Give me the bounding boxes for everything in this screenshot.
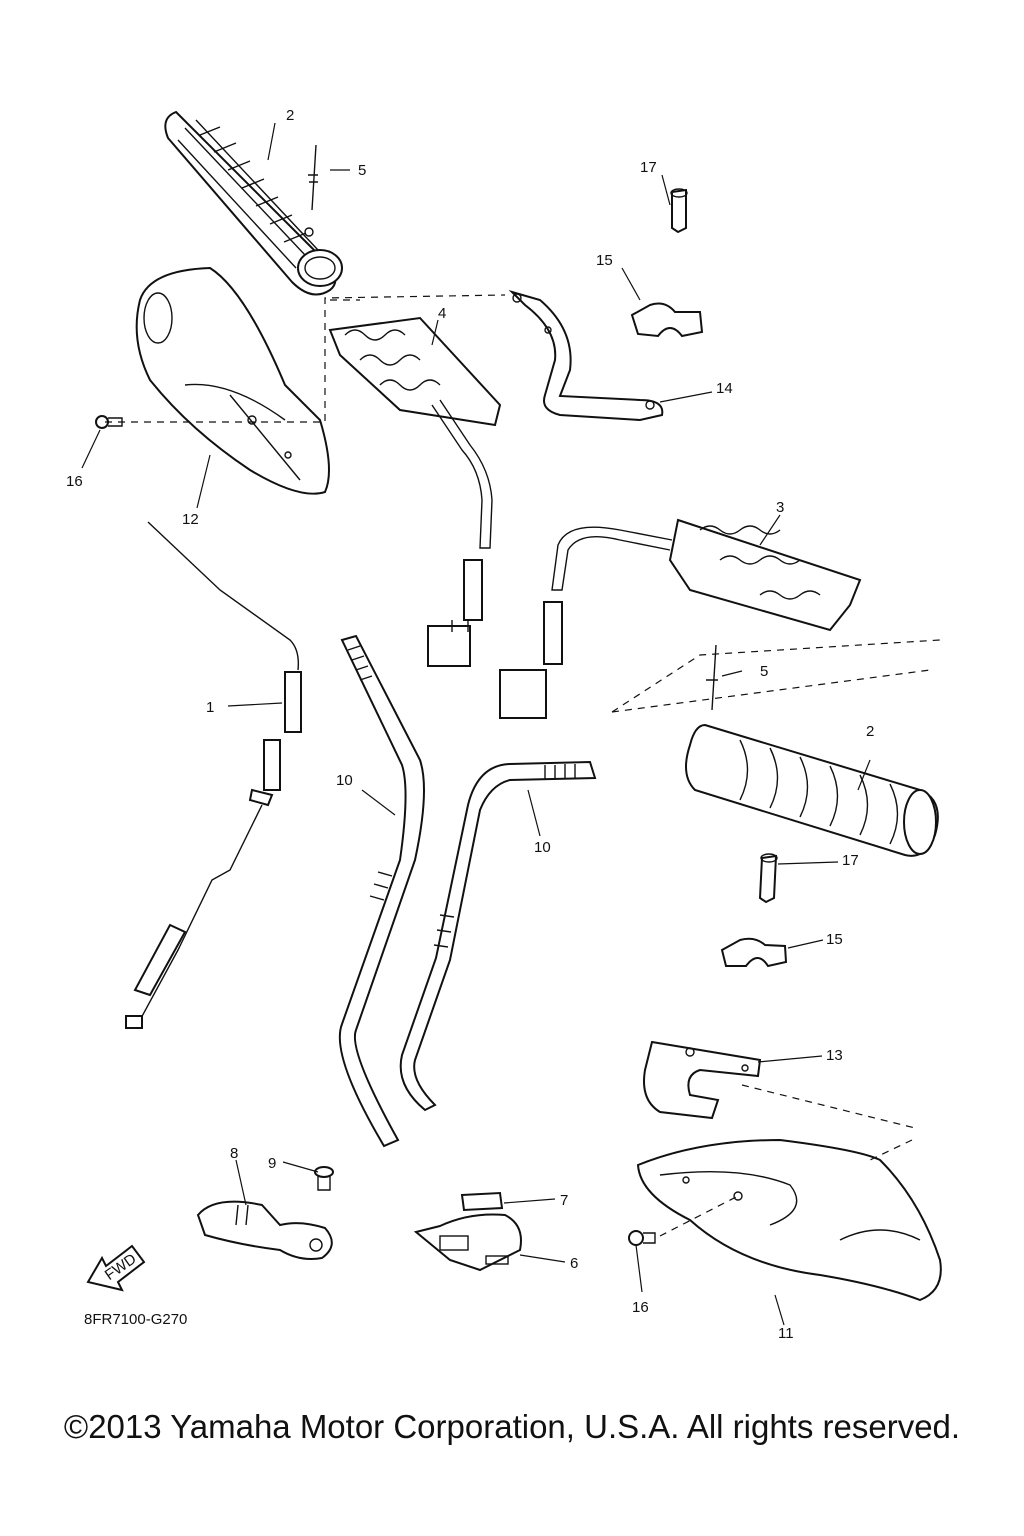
callout-label: 10 (336, 772, 353, 789)
callout-label: 1 (206, 699, 214, 716)
grip-heater-upper (328, 316, 502, 667)
grip-lower (685, 723, 939, 857)
callout-label: 10 (534, 839, 551, 856)
pin-upper (304, 144, 318, 237)
callout-labels: 2 5 17 15 4 14 16 12 3 5 1 2 10 10 17 15… (66, 107, 874, 1342)
callout-label: 8 (230, 1145, 238, 1162)
callout-label: 4 (438, 305, 446, 322)
callout-label: 2 (866, 723, 874, 740)
mounting-bracket-upper (508, 289, 664, 422)
screw-9 (314, 1166, 334, 1191)
clamp-lower (720, 853, 788, 968)
pad-7 (460, 1191, 504, 1212)
handlebar-cover-right (636, 1138, 942, 1302)
leader-lines (81, 122, 941, 1326)
callout-label: 16 (66, 473, 83, 490)
callout-label: 2 (286, 107, 294, 124)
fwd-arrow-icon: FWD (86, 1244, 146, 1292)
grip-upper (164, 110, 343, 296)
callout-label: 6 (570, 1255, 578, 1272)
callout-label: 5 (760, 663, 768, 680)
handlebar-pipe-left (338, 634, 425, 1148)
switch-holder (413, 1213, 522, 1272)
handlebar-pipe-right (399, 760, 597, 1112)
callout-label: 15 (826, 931, 843, 948)
callout-label: 11 (778, 1325, 794, 1342)
throttle-cable (125, 521, 302, 1029)
callout-label: 13 (826, 1047, 843, 1064)
callout-label: 9 (268, 1155, 276, 1172)
callout-label: 5 (358, 162, 366, 179)
callout-label: 17 (842, 852, 859, 869)
grip-heater-right (499, 518, 862, 719)
callout-label: 3 (776, 499, 784, 516)
holder (196, 1200, 333, 1260)
diagram-code: 8FR7100-G270 (84, 1311, 187, 1328)
callout-label: 7 (560, 1192, 568, 1209)
copyright-notice: ©2013 Yamaha Motor Corporation, U.S.A. A… (63, 1408, 961, 1445)
callout-label: 14 (716, 380, 733, 397)
screw-lower (628, 1230, 656, 1246)
callout-label: 17 (640, 159, 657, 176)
mounting-bracket-lower (643, 1040, 762, 1120)
handlebar-cover-left (135, 266, 330, 495)
callout-label: 15 (596, 252, 613, 269)
clamp-upper (630, 188, 704, 338)
callout-label: 16 (632, 1299, 649, 1316)
callout-label: 12 (182, 511, 199, 528)
